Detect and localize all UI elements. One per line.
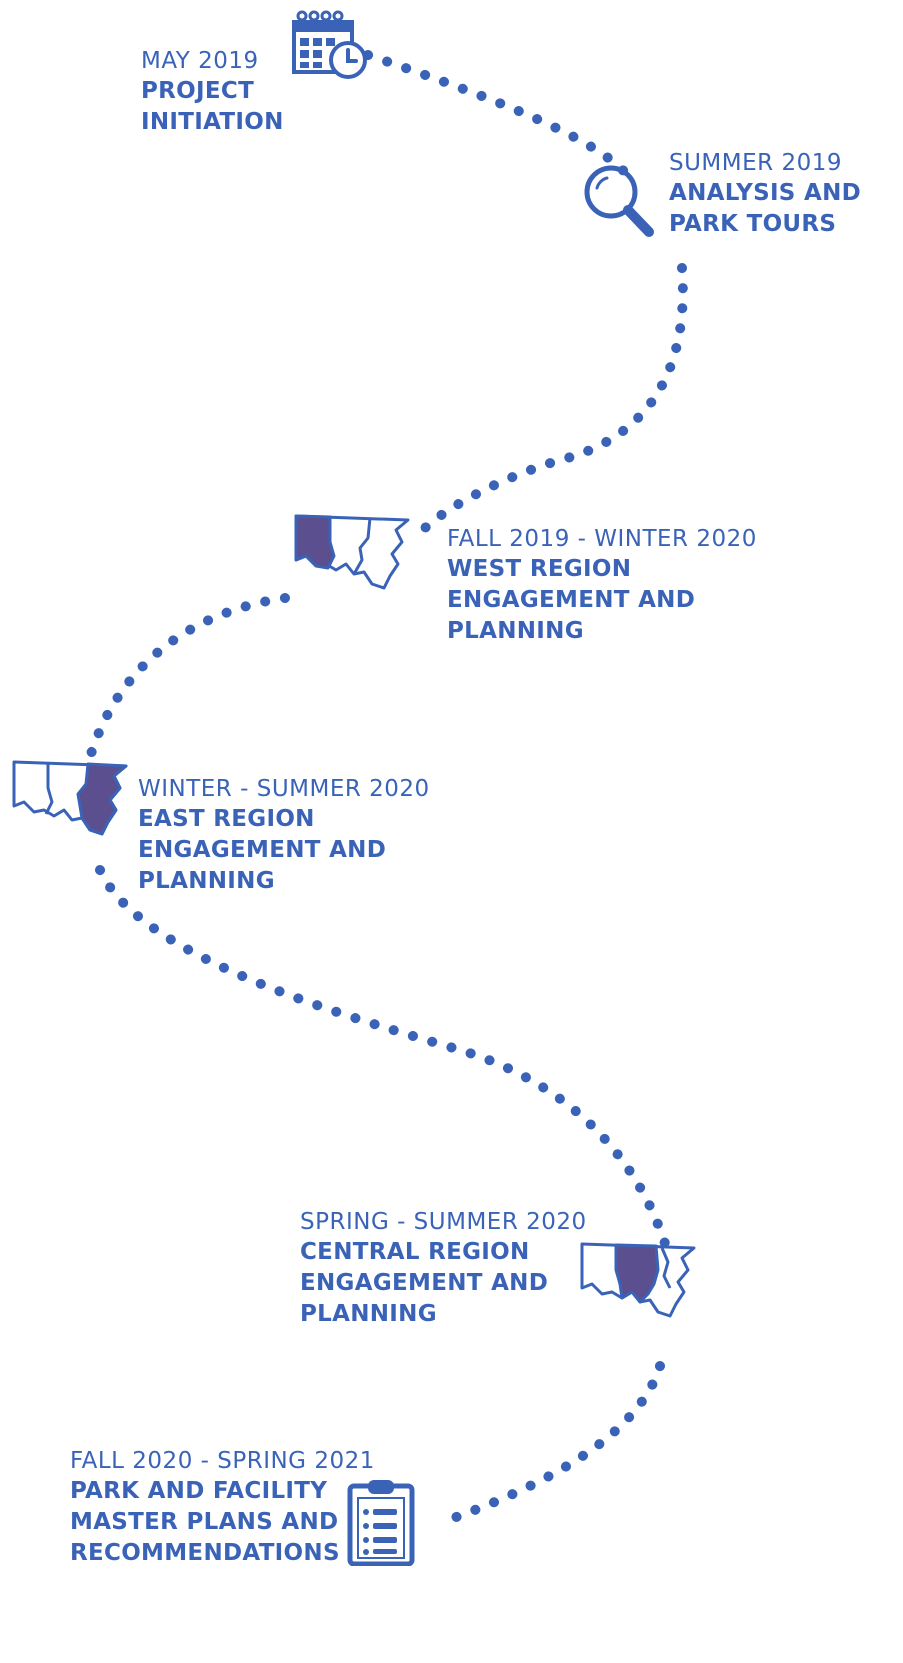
milestone-title-line: PLANNING (300, 1301, 437, 1327)
milestone-5-label: SPRING - SUMMER 2020 CENTRAL REGION ENGA… (300, 1207, 587, 1330)
milestone-title-line: PARK AND FACILITY (70, 1478, 328, 1504)
region-map-east-icon (10, 758, 132, 840)
clipboard-list-icon (346, 1478, 416, 1567)
milestone-date: SPRING - SUMMER 2020 (300, 1209, 587, 1235)
milestone-title-line: PLANNING (447, 618, 584, 644)
milestone-1-label: MAY 2019 PROJECT INITIATION (141, 46, 284, 138)
milestone-4-label: WINTER - SUMMER 2020 EAST REGION ENGAGEM… (138, 774, 430, 897)
milestone-6-label: FALL 2020 - SPRING 2021 PARK AND FACILIT… (70, 1446, 375, 1569)
milestone-title-line: PROJECT (141, 78, 255, 104)
milestone-title-line: CENTRAL REGION (300, 1239, 530, 1265)
milestone-title-line: ENGAGEMENT AND (300, 1270, 549, 1296)
milestone-title-line: PLANNING (138, 868, 275, 894)
milestone-title-line: ENGAGEMENT AND (138, 837, 387, 863)
milestone-date: WINTER - SUMMER 2020 (138, 776, 430, 802)
milestone-title-line: MASTER PLANS AND (70, 1509, 339, 1535)
calendar-clock-icon (292, 8, 372, 80)
magnifying-glass-icon (583, 162, 655, 240)
milestone-title-line: ANALYSIS AND (669, 180, 862, 206)
milestone-title-line: INITIATION (141, 109, 284, 135)
region-map-west-icon (292, 512, 414, 592)
milestone-3-label: FALL 2019 - WINTER 2020 WEST REGION ENGA… (447, 524, 757, 647)
milestone-date: MAY 2019 (141, 48, 259, 74)
milestone-date: SUMMER 2019 (669, 150, 842, 176)
milestone-title-line: EAST REGION (138, 806, 315, 832)
region-map-central-icon (578, 1240, 700, 1322)
milestone-title-line: RECOMMENDATIONS (70, 1540, 340, 1566)
milestone-title-line: WEST REGION (447, 556, 632, 582)
milestone-2-label: SUMMER 2019 ANALYSIS AND PARK TOURS (669, 148, 861, 240)
milestone-title-line: ENGAGEMENT AND (447, 587, 696, 613)
milestone-date: FALL 2020 - SPRING 2021 (70, 1448, 375, 1474)
milestone-title-line: PARK TOURS (669, 211, 837, 237)
milestone-date: FALL 2019 - WINTER 2020 (447, 526, 757, 552)
